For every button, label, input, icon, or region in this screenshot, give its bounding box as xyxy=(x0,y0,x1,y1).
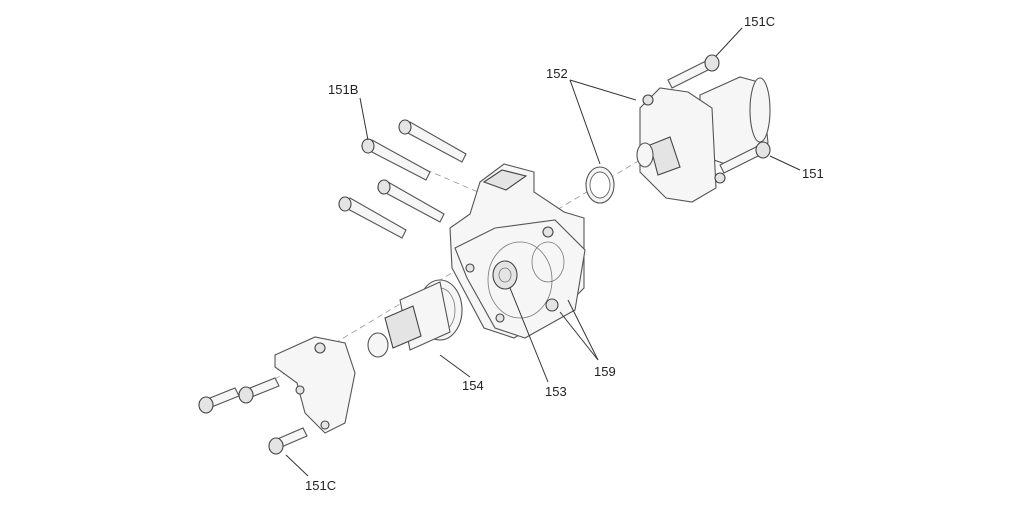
o-ring-152 xyxy=(585,166,615,204)
bolt-151b-1 xyxy=(360,138,431,181)
cover-bolt-1 xyxy=(198,387,240,414)
label-159: 159 xyxy=(594,364,616,379)
bolt-151c-top xyxy=(667,54,720,89)
bolt-151b-3 xyxy=(338,196,407,239)
starter-motor xyxy=(636,76,771,203)
label-152: 152 xyxy=(546,66,568,81)
label-151b: 151B xyxy=(328,82,358,97)
cover-bracket xyxy=(274,336,356,434)
label-151c-bottom: 151C xyxy=(305,478,336,493)
label-153: 153 xyxy=(545,384,567,399)
label-151: 151 xyxy=(802,166,824,181)
bolt-151b-2 xyxy=(398,119,467,163)
bolt-151c-bottom xyxy=(268,427,308,455)
label-151c-top: 151C xyxy=(744,14,775,29)
leader-lines xyxy=(285,27,801,477)
bolt-151 xyxy=(719,141,771,174)
cover-bolt-2 xyxy=(238,377,280,404)
drive-assembly-154 xyxy=(367,279,463,358)
bolt-151b-4 xyxy=(376,179,445,223)
label-154: 154 xyxy=(462,378,484,393)
main-housing xyxy=(449,163,586,339)
gear-153 xyxy=(492,260,518,290)
